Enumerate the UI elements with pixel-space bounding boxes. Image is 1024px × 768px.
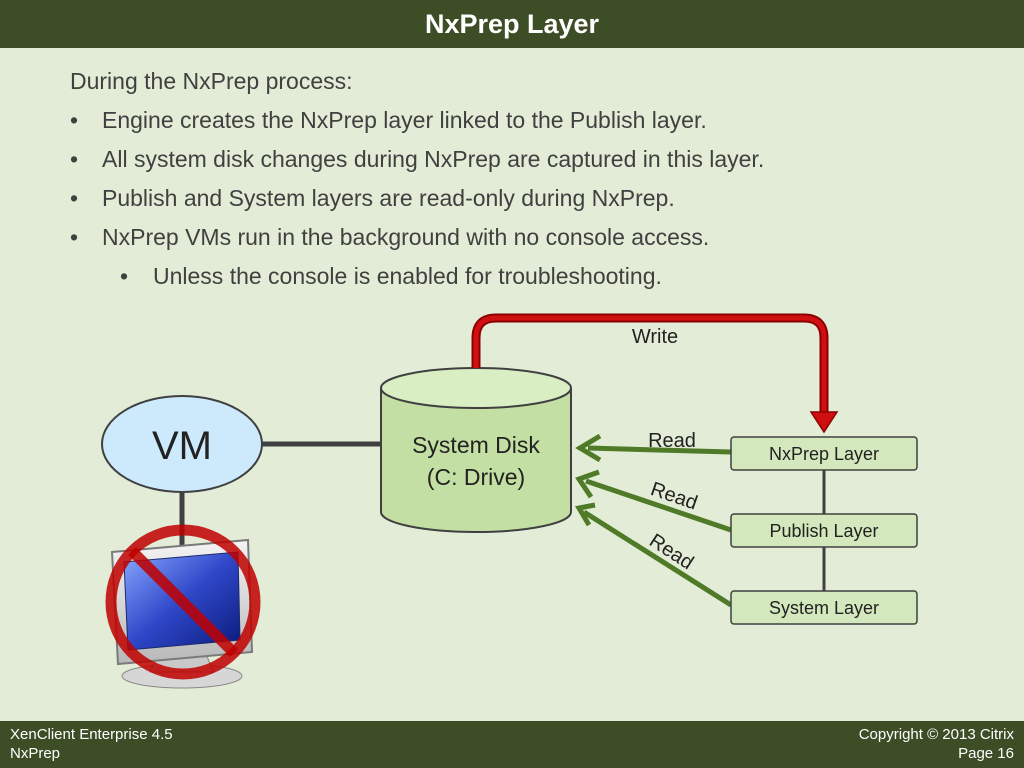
- disk-body: [380, 388, 572, 533]
- disk-top: [380, 367, 572, 409]
- layer-diagram: VM System Disk (C: Drive) Write Read Rea…: [101, 313, 918, 689]
- system-layer-box: System Layer: [730, 590, 918, 625]
- vm-label: VM: [152, 424, 212, 468]
- disk-label-line2: (C: Drive): [427, 464, 525, 490]
- footer-page: Page 16: [958, 745, 1014, 762]
- bullet-item: NxPrep VMs run in the background with no…: [70, 218, 1000, 257]
- title-bar: NxPrep Layer: [0, 0, 1024, 48]
- sub-bullet-item: Unless the console is enabled for troubl…: [70, 257, 1000, 296]
- write-arrow: Write: [471, 313, 839, 434]
- bullet-item: Publish and System layers are read-only …: [70, 179, 1000, 218]
- footer-right: Copyright © 2013 Citrix Page 16: [859, 725, 1014, 763]
- bullet-list: Engine creates the NxPrep layer linked t…: [70, 101, 1000, 296]
- bullet-item: Engine creates the NxPrep layer linked t…: [70, 101, 1000, 140]
- bullet-item: All system disk changes during NxPrep ar…: [70, 140, 1000, 179]
- no-console-monitor-icon: [105, 524, 261, 689]
- nxprep-layer-box: NxPrep Layer: [730, 436, 918, 471]
- footer: XenClient Enterprise 4.5 NxPrep Copyrigh…: [0, 721, 1024, 768]
- slide-title: NxPrep Layer: [424, 8, 600, 39]
- intro-text: During the NxPrep process:: [70, 68, 353, 94]
- footer-left: XenClient Enterprise 4.5 NxPrep: [10, 725, 173, 763]
- slide-content: During the NxPrep process: Engine create…: [70, 62, 1000, 296]
- write-label: Write: [632, 326, 678, 348]
- read-arrow: Read: [575, 430, 732, 463]
- vm-node: VM: [101, 395, 263, 493]
- footer-copyright: Copyright © 2013 Citrix: [858, 726, 1014, 743]
- footer-section: NxPrep: [10, 745, 61, 762]
- disk-label-line1: System Disk: [412, 432, 540, 458]
- system-layer-label: System Layer: [769, 598, 879, 618]
- publish-layer-label: Publish Layer: [769, 521, 878, 541]
- read-label: Read: [648, 430, 696, 452]
- footer-product: XenClient Enterprise 4.5: [10, 726, 173, 743]
- nxprep-layer-label: NxPrep Layer: [769, 444, 879, 464]
- publish-layer-box: Publish Layer: [730, 513, 918, 548]
- vm-ellipse: [101, 395, 263, 493]
- system-disk: System Disk (C: Drive): [380, 367, 572, 533]
